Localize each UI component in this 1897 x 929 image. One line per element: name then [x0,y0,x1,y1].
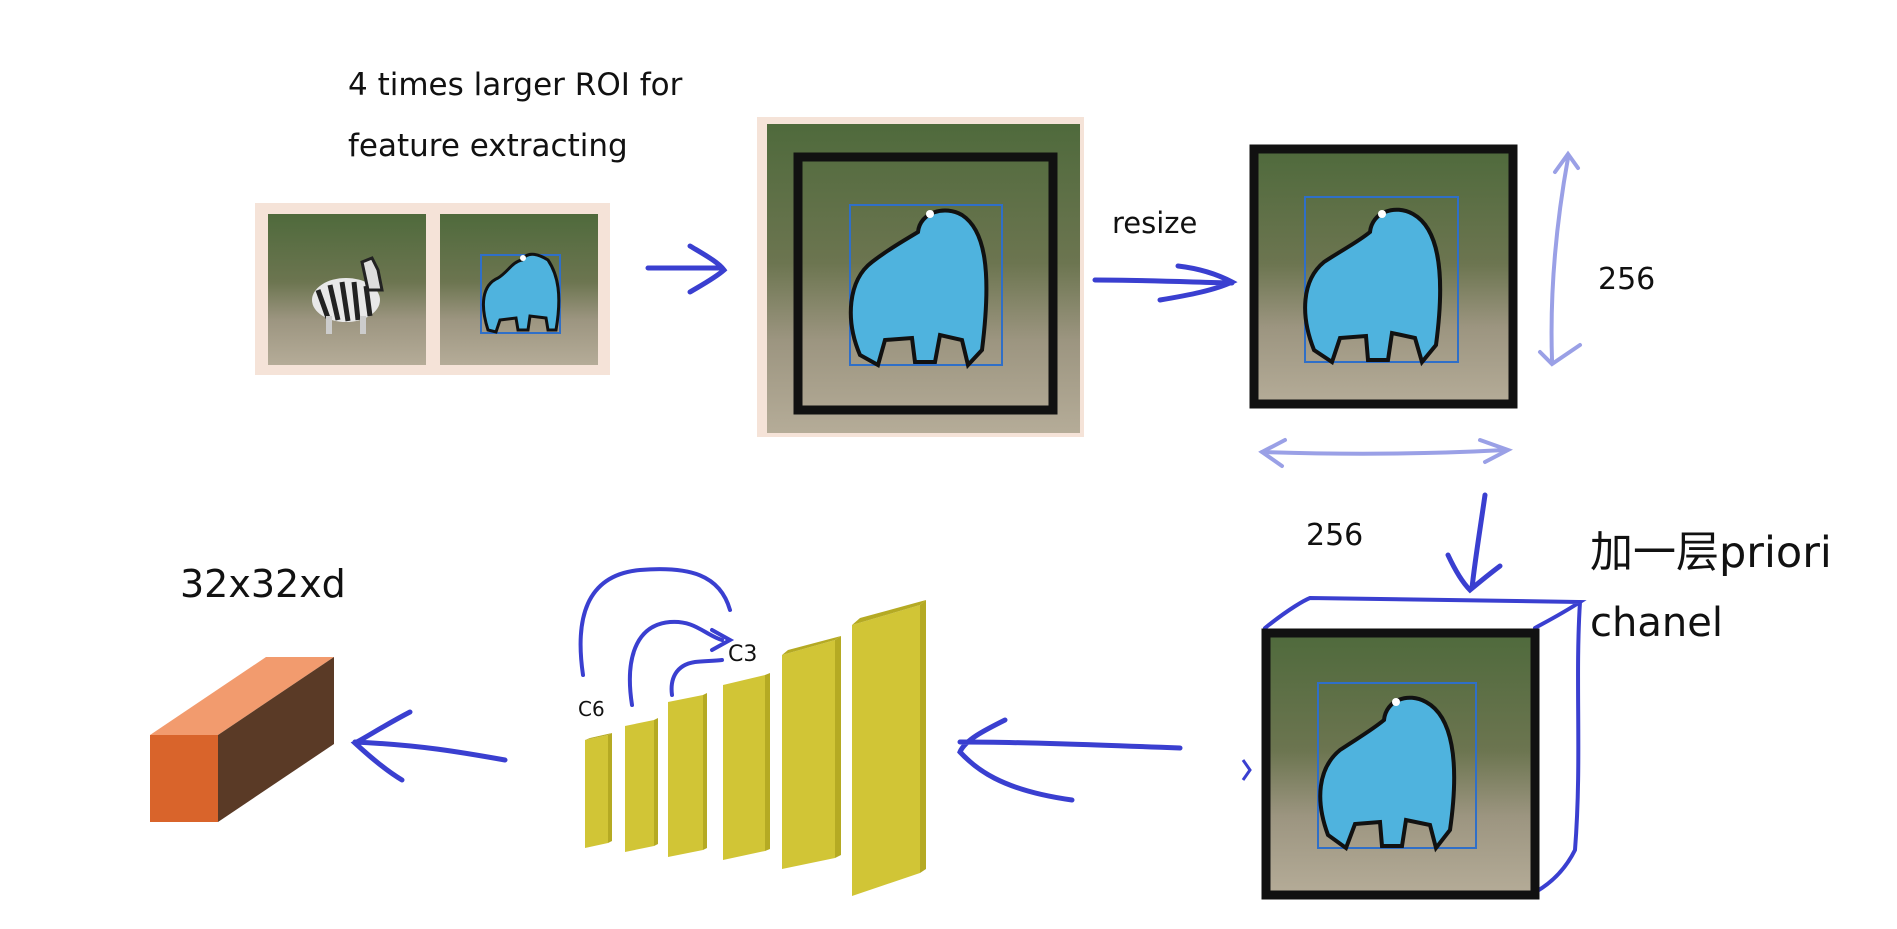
bounding-box-icon [849,204,1003,366]
resized-frame [1249,144,1518,409]
layer-c3-label: C3 [728,642,758,667]
layer-5 [782,636,841,869]
layer-c6-label: C6 [578,697,605,721]
layer-3 [668,693,707,857]
arrow-resize [1092,263,1238,303]
roi-caption-line2: feature extracting [348,128,628,164]
resize-label: resize [1112,206,1198,240]
zebra-icon [312,256,384,334]
layer-1 [585,733,612,848]
input-thumbnails [255,203,610,375]
crop-frame [1261,628,1540,900]
skip-connections [578,567,735,707]
width-label: 256 [1306,518,1364,553]
zebra-mask-icon [848,208,989,370]
roi-caption: 4 times larger ROI for feature extractin… [348,55,682,177]
layer-6 [852,600,926,896]
roi-caption-line1: 4 times larger ROI for [348,67,683,103]
prior-channel-label-line2: chanel [1590,600,1723,646]
prior-channel-outline [1263,595,1587,897]
arrow-to-cube [350,709,508,783]
arrow-to-crop [645,243,728,295]
layer-2 [625,718,658,852]
zebra-mask-icon [1303,207,1443,367]
layer-4 [723,673,770,860]
arrow-down [1445,492,1503,594]
feature-dim-label: 32x32xd [180,562,346,606]
feature-cube-icon [150,657,334,822]
roi-crop [757,117,1084,437]
thumbnail-masked [440,214,598,365]
network-layers [585,600,926,896]
roi-frame [793,152,1058,415]
arrow-to-network [957,717,1183,803]
prior-channel-label: 加一层priori [1590,528,1832,578]
zebra-mask-icon [481,252,561,334]
height-label: 256 [1598,262,1656,297]
zebra-mask-icon [1318,695,1457,853]
resized-crop [1249,144,1518,409]
height-arrow [1538,150,1582,367]
thumbnail-original [268,214,426,365]
crop-with-prior-channel [1241,595,1587,900]
width-arrow [1258,438,1513,468]
